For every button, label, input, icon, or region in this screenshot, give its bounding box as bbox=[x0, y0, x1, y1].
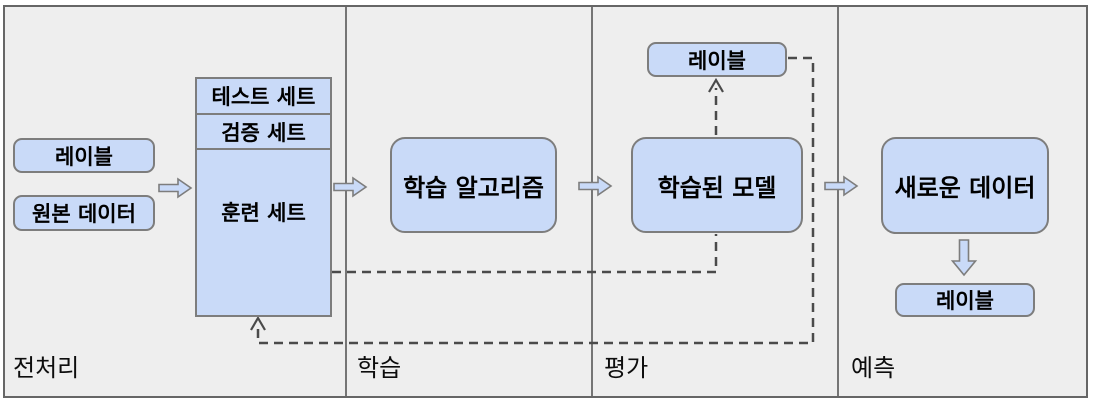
node-test-set: 테스트 세트 bbox=[197, 79, 330, 115]
node-learning-algorithm: 학습 알고리즘 bbox=[390, 137, 557, 233]
node-predicted-label: 레이블 bbox=[895, 283, 1035, 317]
node-validation-set: 검증 세트 bbox=[197, 115, 330, 150]
node-dataset-split: 테스트 세트 검증 세트 훈련 세트 bbox=[195, 77, 332, 317]
section-divider-evaluation bbox=[591, 7, 593, 396]
section-label-training: 학습 bbox=[357, 354, 402, 382]
section-label-prediction: 예측 bbox=[851, 354, 896, 382]
node-raw-data: 원본 데이터 bbox=[13, 195, 155, 231]
section-label-preprocessing: 전처리 bbox=[13, 354, 80, 382]
section-divider-prediction bbox=[837, 7, 839, 396]
section-label-evaluation: 평가 bbox=[604, 354, 649, 382]
node-trained-model: 학습된 모델 bbox=[631, 137, 803, 233]
node-input-label: 레이블 bbox=[13, 138, 155, 173]
node-training-set: 훈련 세트 bbox=[221, 200, 306, 225]
node-evaluation-label: 레이블 bbox=[647, 42, 787, 77]
node-new-data: 새로운 데이터 bbox=[881, 137, 1049, 234]
section-divider-training bbox=[345, 7, 347, 396]
